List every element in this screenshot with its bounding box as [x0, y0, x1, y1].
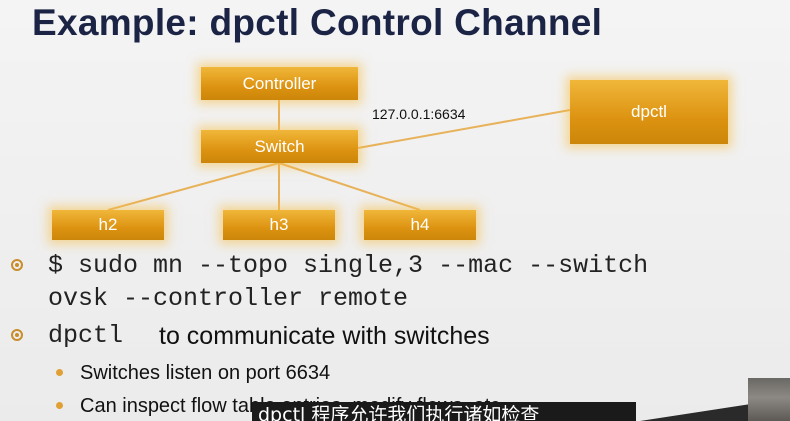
host-h4-node: h4 [364, 210, 476, 240]
slide-title: Example: dpctl Control Channel [32, 2, 603, 43]
sub-bullet-dot-icon [56, 402, 63, 409]
subtitle-caption: dpctl 程序允许我们执行诸如检查 [252, 402, 636, 421]
switch-node: Switch [201, 130, 358, 163]
link-switch-h2 [107, 162, 280, 211]
link-switch-dpctl [357, 109, 571, 149]
dpctl-code: dpctl [48, 321, 124, 350]
host-h2-node: h2 [52, 210, 164, 240]
topology-links [107, 100, 571, 211]
subtitle-text: dpctl 程序允许我们执行诸如检查 [258, 404, 540, 421]
sub-bullet-dot-icon [56, 369, 63, 376]
dpctl-node: dpctl [570, 80, 728, 144]
command-line-1: $ sudo mn --topo single,3 --mac --switch [48, 251, 649, 280]
link-switch-h4 [278, 162, 421, 211]
speaker-video-thumbnail [748, 378, 790, 421]
bullet-ring-icon [11, 329, 23, 341]
topology-diagram: Controller Switch dpctl h2 h3 h4 127.0.0… [52, 67, 728, 240]
link-address-label: 127.0.0.1:6634 [372, 106, 466, 122]
controller-node: Controller [201, 67, 358, 100]
bullet-text: to communicate with switches [159, 322, 490, 350]
bullet-ring-icon [11, 259, 23, 271]
command-line-2: ovsk --controller remote [48, 284, 409, 313]
sub-bullet-text: Switches listen on port 6634 [80, 362, 331, 384]
host-h3-node: h3 [223, 210, 335, 240]
